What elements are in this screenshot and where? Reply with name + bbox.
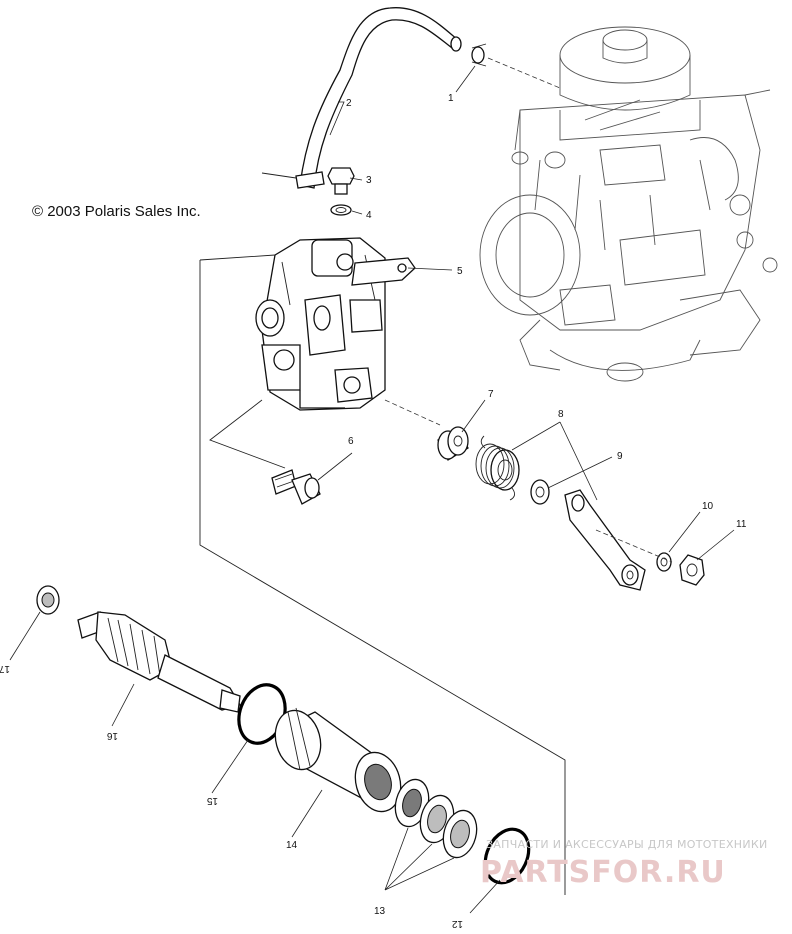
callout-17: 17 [0, 663, 10, 674]
lock-washer [656, 552, 672, 572]
callout-10: 10 [702, 501, 714, 512]
callout-12: 12 [451, 918, 463, 929]
shim-stack [394, 778, 478, 859]
o-ring-large [483, 827, 531, 885]
watermark: ЗАПЧАСТИ И АКСЕССУАРЫ ДЛЯ МОТОТЕХНИКИ PA… [480, 838, 768, 890]
callout-1: 1 [448, 93, 454, 104]
callout-9: 9 [617, 451, 623, 462]
callout-numbers: 1 2 3 4 5 6 7 8 9 10 11 12 13 14 15 16 1… [0, 93, 747, 929]
callout-11: 11 [736, 519, 747, 530]
callout-15: 15 [206, 795, 218, 806]
oil-pump-body [255, 237, 416, 411]
return-spring [475, 435, 520, 501]
flat-washer [530, 479, 550, 505]
pump-sleeve [274, 707, 402, 813]
watermark-tagline: ЗАПЧАСТИ И АКСЕССУАРЫ ДЛЯ МОТОТЕХНИКИ [486, 838, 768, 851]
sealing-washer [330, 204, 352, 216]
oil-hose [299, 7, 462, 189]
mounting-screw [271, 469, 321, 505]
callout-leaders [9, 65, 735, 914]
callout-13: 13 [374, 906, 386, 917]
drive-shaft-gear [77, 611, 241, 713]
callout-5: 5 [457, 266, 463, 277]
callout-7: 7 [488, 389, 494, 400]
spacer [437, 426, 469, 461]
lower-hose-clamp [261, 171, 325, 189]
callout-6: 6 [348, 436, 354, 447]
callout-2: 2 [346, 98, 352, 109]
engine-block-outline [479, 26, 778, 382]
callout-3: 3 [366, 175, 372, 186]
thrust-washer [36, 585, 60, 615]
copyright-notice: © 2003 Polaris Sales Inc. [32, 203, 201, 220]
callout-14: 14 [286, 840, 298, 851]
banjo-bolt [327, 167, 355, 195]
hose-clamp [471, 43, 487, 67]
callout-8: 8 [558, 409, 564, 420]
lock-nut [679, 554, 705, 586]
pump-control-lever [564, 489, 646, 591]
callout-4: 4 [366, 210, 372, 221]
watermark-brand: PARTSFOR.RU [480, 855, 726, 890]
callout-16: 16 [106, 730, 118, 741]
